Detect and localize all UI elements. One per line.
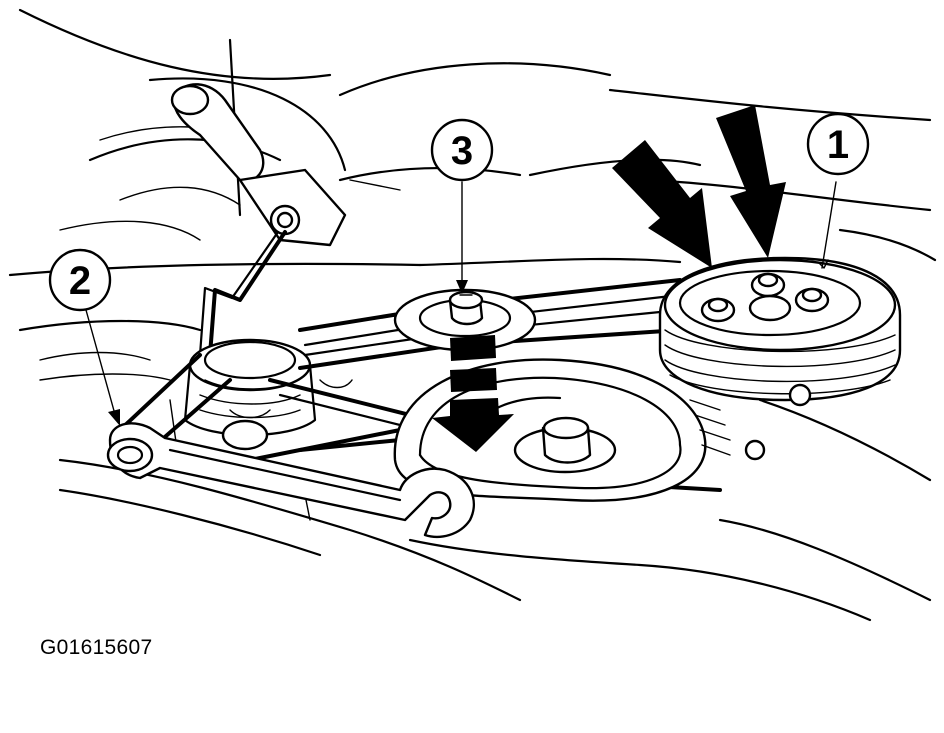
left-pulley [183, 338, 317, 451]
hose-fitting [170, 83, 347, 357]
down-arrow-icon [716, 105, 786, 258]
callout-2-label: 2 [69, 259, 91, 303]
wrench-icon [106, 422, 475, 539]
idler-pulley [393, 288, 537, 352]
down-arrow-icon [612, 140, 712, 268]
figure-id-label: G01615607 [40, 636, 153, 659]
water-pump-pulley [658, 256, 902, 402]
leader-lines [85, 181, 837, 426]
bolt-icon [794, 287, 830, 313]
callout-3-label: 3 [451, 129, 473, 173]
bolt-icon [750, 272, 786, 298]
dashed-down-arrow-icon [432, 335, 514, 452]
crankshaft-pulley [393, 358, 731, 502]
callout-3: 3 [430, 118, 494, 182]
bolt-icon [700, 297, 736, 323]
callout-2: 2 [48, 248, 112, 312]
callout-1-label: 1 [827, 123, 849, 167]
callout-1: 1 [806, 112, 870, 176]
